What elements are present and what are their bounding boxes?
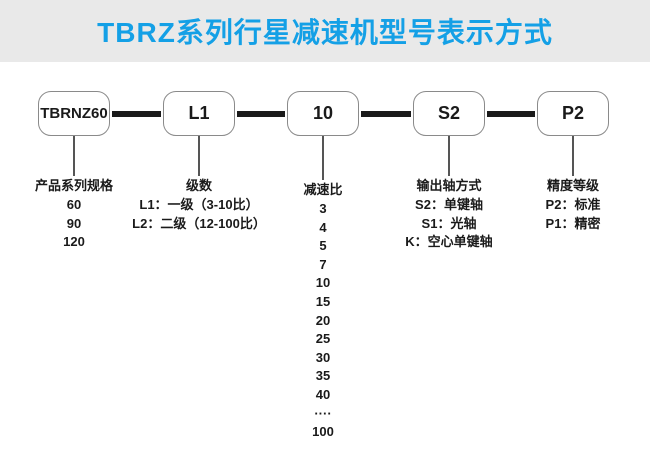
pointer-line	[322, 136, 324, 180]
pointer-line	[73, 136, 75, 176]
option-item: 90	[66, 215, 82, 231]
option-item: L1：一级（3-10比）	[139, 197, 259, 212]
legend-options: S2：单键轴 S1：光轴 K：空心单键轴	[354, 196, 544, 252]
option-item: 25	[315, 331, 331, 347]
legend-group-output-shaft: 输出轴方式 S2：单键轴 S1：光轴 K：空心单键轴	[354, 176, 544, 252]
legend-title: 输出轴方式	[416, 178, 482, 193]
legend-title: 级数	[185, 178, 212, 193]
pointer-line	[198, 136, 200, 176]
legend-group-stage: 级数 L1：一级（3-10比） L2：二级（12-100比）	[104, 176, 294, 233]
option-item: P2：标准	[545, 197, 601, 212]
option-item: 4	[319, 219, 327, 235]
legend-title: 产品系列规格	[34, 178, 113, 193]
model-box-accuracy: P2	[537, 91, 609, 136]
legend-options: 3 4 5 7 10 15 20 25 30 35 40 ···· 100	[228, 200, 418, 442]
connector-line	[487, 111, 535, 117]
pointer-line	[448, 136, 450, 176]
legend-group-ratio: 减速比 3 4 5 7 10 15 20 25 30 35 40 ···· 100	[228, 180, 418, 442]
option-item: 40	[315, 386, 331, 402]
option-item: 20	[315, 312, 331, 328]
option-item: S2：单键轴	[415, 197, 483, 212]
option-item: K：空心单键轴	[405, 234, 493, 250]
model-box-series: TBRNZ60	[38, 91, 110, 136]
option-item: 35	[315, 368, 331, 384]
option-item: P1：精密	[545, 215, 601, 231]
model-box-stage: L1	[163, 91, 235, 136]
connector-line	[112, 111, 161, 117]
legend-group-accuracy: 精度等级 P2：标准 P1：精密	[478, 176, 650, 233]
legend-options: L1：一级（3-10比） L2：二级（12-100比）	[104, 196, 294, 233]
option-item: 7	[319, 256, 327, 272]
pointer-line	[572, 136, 574, 176]
option-item: ····	[314, 405, 332, 421]
option-item: 100	[312, 424, 334, 440]
legend-options: P2：标准 P1：精密	[478, 196, 650, 233]
option-item: 5	[319, 238, 327, 254]
connector-line	[361, 111, 411, 117]
option-item: 10	[315, 275, 331, 291]
connector-line	[237, 111, 285, 117]
option-item: 120	[63, 234, 85, 250]
option-item: 30	[315, 349, 331, 365]
option-item: 60	[66, 197, 82, 212]
legend-title: 精度等级	[546, 178, 599, 193]
page-title: TBRZ系列行星减速机型号表示方式	[97, 17, 553, 48]
model-box-ratio: 10	[287, 91, 359, 136]
option-item: L2：二级（12-100比）	[132, 215, 266, 231]
option-item: 3	[319, 201, 327, 216]
header-bar: TBRZ系列行星减速机型号表示方式	[0, 0, 650, 62]
option-item: 15	[315, 293, 331, 309]
option-item: S1：光轴	[421, 215, 477, 231]
model-box-output-shaft: S2	[413, 91, 485, 136]
legend-group-series: 产品系列规格 60 90 120	[0, 176, 169, 252]
legend-options: 60 90 120	[0, 196, 169, 252]
legend-title: 减速比	[303, 182, 343, 197]
